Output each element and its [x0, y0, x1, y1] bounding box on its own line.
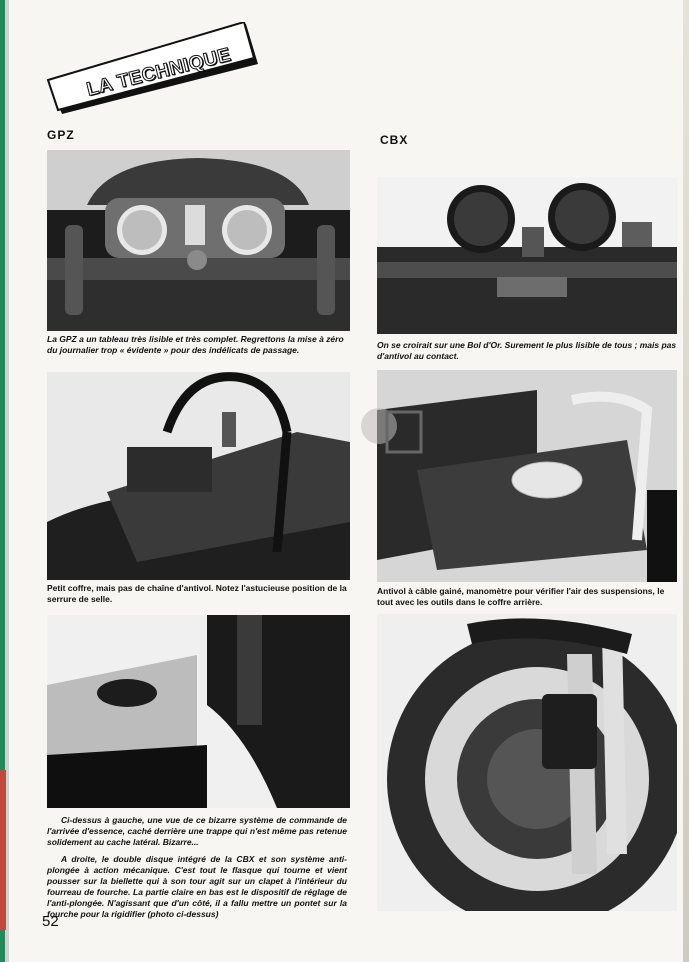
- label-cbx: CBX: [380, 133, 409, 147]
- photo-cbx-dashboard: [377, 177, 677, 334]
- label-gpz: GPZ: [47, 128, 75, 142]
- caption-gpz-storage: Petit coffre, mais pas de chaîne d'antiv…: [47, 583, 347, 604]
- photo-gpz-dashboard: [47, 150, 350, 331]
- page-edge-strip: [0, 0, 9, 962]
- caption-gpz-dashboard: La GPZ a un tableau très lisible et très…: [47, 334, 344, 355]
- section-banner: LA TECHNIQUE: [46, 22, 260, 114]
- page-edge-shadow: [683, 0, 689, 962]
- caption-cbx-dashboard: On se croirait sur une Bol d'Or. Suremen…: [377, 340, 677, 361]
- page-edge-strip-red: [0, 770, 6, 930]
- photo-gpz-fuel-control: [47, 615, 350, 808]
- caption-fuel-control: Ci-dessus à gauche, une vue de ce bizarr…: [47, 815, 347, 847]
- caption-cbx-storage: Antivol à câble gainé, manomètre pour vé…: [377, 586, 665, 607]
- caption-front-disc: A droite, le double disque intégré de la…: [47, 854, 347, 919]
- page-number: 52: [42, 913, 59, 930]
- caption-bottom-text: Ci-dessus à gauche, une vue de ce bizarr…: [47, 815, 347, 920]
- photo-gpz-storage: [47, 372, 350, 580]
- photo-cbx-front-disc: [377, 614, 677, 911]
- photo-cbx-storage: [377, 370, 677, 582]
- banner-frame: [46, 22, 258, 114]
- watermark-logo: [361, 408, 423, 454]
